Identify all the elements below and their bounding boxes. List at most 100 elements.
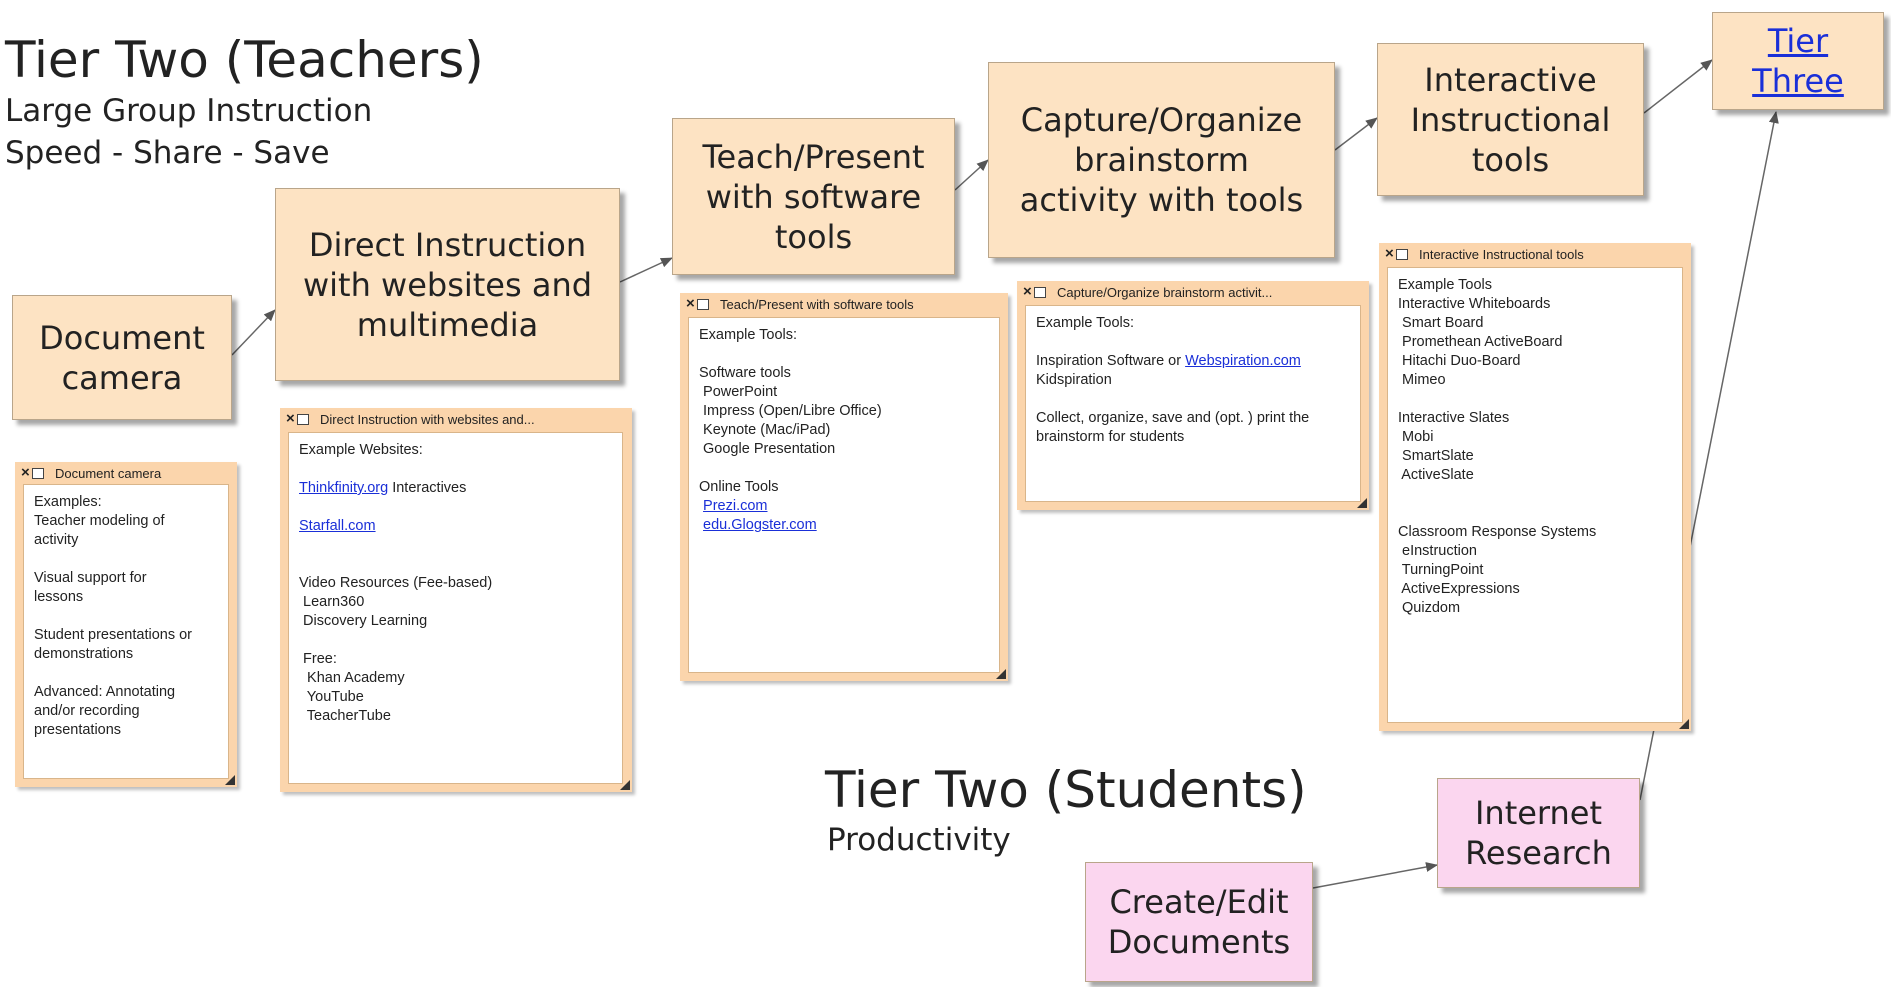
node-label-line: Document bbox=[39, 318, 205, 357]
note-line: Prezi.com bbox=[699, 497, 989, 516]
restore-icon[interactable] bbox=[1396, 248, 1408, 260]
note-teach-present: × Teach/Present with software tools Exam… bbox=[680, 293, 1008, 681]
note-line: SmartSlate bbox=[1398, 448, 1474, 464]
note-line: Starfall.com bbox=[299, 517, 612, 536]
restore-icon[interactable] bbox=[297, 413, 309, 425]
node-label-line: Internet bbox=[1474, 794, 1603, 832]
teachers-subtitle-1: Large Group Instruction bbox=[5, 93, 373, 129]
note-document-camera: × Document camera Examples:Teacher model… bbox=[15, 462, 237, 787]
close-icon[interactable]: × bbox=[286, 409, 295, 427]
node-interactive-instructional[interactable]: Interactive Instructional tools bbox=[1377, 43, 1644, 196]
restore-icon[interactable] bbox=[697, 298, 709, 310]
note-title: Capture/Organize brainstorm activit... bbox=[1057, 284, 1273, 300]
note-window-controls[interactable]: × bbox=[286, 409, 310, 427]
node-label-line: Direct Instruction bbox=[308, 225, 587, 264]
note-window-controls[interactable]: × bbox=[1023, 282, 1047, 300]
resize-handle[interactable] bbox=[620, 780, 630, 790]
node-label-line: with websites and bbox=[302, 265, 593, 304]
note-line: Example Tools bbox=[1398, 277, 1493, 293]
tier-three-link[interactable]: Three bbox=[1752, 62, 1844, 100]
note-line: edu.Glogster.com bbox=[699, 516, 989, 535]
resize-handle[interactable] bbox=[996, 669, 1006, 679]
note-line: TurningPoint bbox=[1398, 562, 1484, 578]
close-icon[interactable]: × bbox=[1385, 244, 1394, 262]
note-line: Discovery Learning bbox=[299, 613, 428, 629]
note-title: Direct Instruction with websites and... bbox=[320, 411, 535, 427]
note-line bbox=[1398, 390, 1672, 409]
note-title: Document camera bbox=[55, 465, 162, 481]
note-line: Classroom Response Systems bbox=[1398, 524, 1597, 540]
close-icon[interactable]: × bbox=[21, 463, 30, 481]
arrow-camera-to-direct bbox=[231, 309, 276, 356]
note-line: Google Presentation bbox=[699, 441, 836, 457]
note-window-controls[interactable]: × bbox=[1385, 244, 1409, 262]
node-tier-three[interactable]: Tier Three bbox=[1712, 12, 1884, 110]
note-title: Interactive Instructional tools bbox=[1419, 246, 1584, 262]
arrow-teach-to-capture bbox=[954, 159, 989, 191]
note-line: Kidspiration bbox=[1036, 372, 1112, 388]
note-link[interactable]: Webspiration.com bbox=[1185, 353, 1301, 369]
node-create-edit-documents[interactable]: Create/Edit Documents bbox=[1085, 862, 1313, 982]
note-link[interactable]: Prezi.com bbox=[703, 498, 768, 514]
node-label-line: Documents bbox=[1107, 923, 1291, 961]
note-link[interactable]: Thinkfinity.org bbox=[299, 480, 389, 496]
node-internet-research[interactable]: Internet Research bbox=[1437, 778, 1640, 888]
note-line: Video Resources (Fee-based) bbox=[299, 575, 493, 591]
node-label-line: tools bbox=[774, 217, 853, 256]
resize-handle[interactable] bbox=[1357, 498, 1367, 508]
note-line bbox=[1398, 485, 1672, 504]
note-line: Mimeo bbox=[1398, 372, 1446, 388]
note-line: Smart Board bbox=[1398, 315, 1484, 331]
note-line bbox=[1398, 504, 1672, 523]
arrow-create-to-internet bbox=[1312, 862, 1438, 889]
node-direct-instruction[interactable]: Direct Instruction with websites and mul… bbox=[275, 188, 620, 381]
note-line: demonstrations bbox=[34, 646, 134, 662]
note-link[interactable]: edu.Glogster.com bbox=[703, 517, 817, 533]
tier-three-link[interactable]: Tier bbox=[1767, 22, 1829, 60]
note-line bbox=[1036, 333, 1350, 352]
node-teach-present[interactable]: Teach/Present with software tools bbox=[672, 118, 955, 275]
note-body: Example Tools:Inspiration Software or We… bbox=[1025, 305, 1361, 502]
note-link[interactable]: Starfall.com bbox=[299, 518, 376, 534]
note-line: Promethean ActiveBoard bbox=[1398, 334, 1563, 350]
arrow-direct-to-teach bbox=[619, 257, 673, 283]
note-line bbox=[299, 498, 612, 517]
node-label-line: Research bbox=[1465, 834, 1612, 872]
note-window-controls[interactable]: × bbox=[21, 463, 45, 481]
close-icon[interactable]: × bbox=[686, 294, 695, 312]
restore-icon[interactable] bbox=[32, 467, 44, 479]
note-line: Mobi bbox=[1398, 429, 1434, 445]
note-line: Visual support for bbox=[34, 570, 147, 586]
close-icon[interactable]: × bbox=[1023, 282, 1032, 300]
note-line: Interactive Slates bbox=[1398, 410, 1510, 426]
node-label-line: Interactive bbox=[1424, 60, 1597, 99]
resize-handle[interactable] bbox=[1679, 719, 1689, 729]
restore-icon[interactable] bbox=[1034, 286, 1046, 298]
note-line bbox=[699, 459, 989, 478]
note-line: Hitachi Duo-Board bbox=[1398, 353, 1521, 369]
note-line bbox=[1036, 390, 1350, 409]
resize-handle[interactable] bbox=[225, 775, 235, 785]
note-line: Advanced: Annotating bbox=[34, 684, 176, 700]
note-line: brainstorm for students bbox=[1036, 429, 1185, 445]
node-label-line: brainstorm bbox=[1074, 141, 1249, 179]
students-title: Tier Two (Students) bbox=[825, 761, 1307, 819]
note-line bbox=[299, 460, 612, 479]
note-body: Example Websites:Thinkfinity.org Interac… bbox=[288, 432, 623, 784]
node-label-line: multimedia bbox=[356, 305, 539, 344]
node-label-line: activity with tools bbox=[1019, 181, 1304, 219]
node-capture-organize[interactable]: Capture/Organize brainstorm activity wit… bbox=[988, 62, 1335, 258]
note-line: Online Tools bbox=[699, 479, 779, 495]
note-interactive-instructional: × Interactive Instructional tools Exampl… bbox=[1379, 243, 1691, 731]
note-line: PowerPoint bbox=[699, 384, 778, 400]
note-line: Thinkfinity.org Interactives bbox=[299, 480, 467, 496]
node-label-line: Instructional bbox=[1410, 100, 1611, 139]
node-label-line: Create/Edit bbox=[1109, 883, 1289, 921]
note-line: Learn360 bbox=[299, 594, 365, 610]
node-document-camera[interactable]: Document camera bbox=[12, 295, 232, 420]
note-line: Free: bbox=[299, 651, 337, 667]
note-window-controls[interactable]: × bbox=[686, 294, 710, 312]
note-line bbox=[299, 555, 612, 574]
